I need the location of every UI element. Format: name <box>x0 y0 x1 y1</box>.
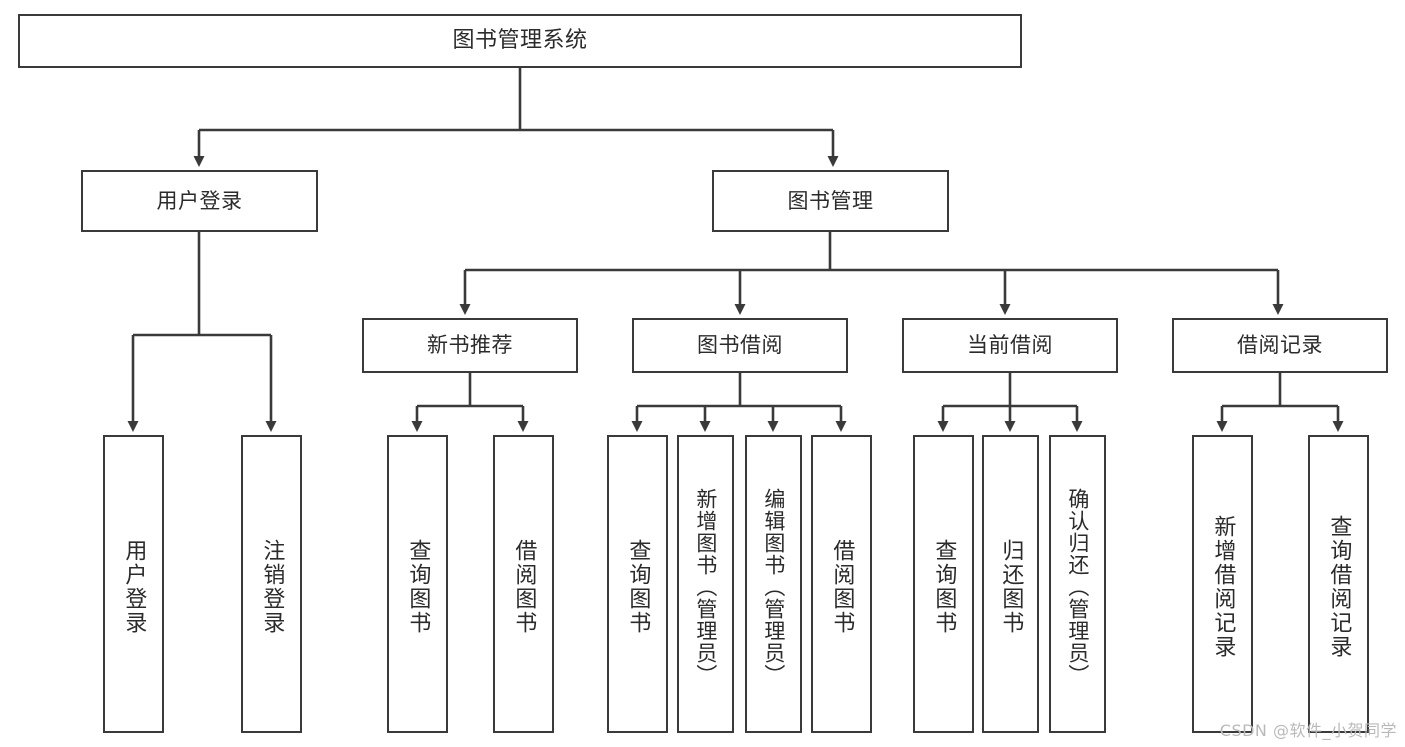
node-label: 图书管理系统 <box>452 28 588 53</box>
leaf-logout-login[interactable]: 注销登录 <box>241 435 302 733</box>
node-current-borrow[interactable]: 当前借阅 <box>902 318 1118 373</box>
leaf-edit-book-admin[interactable]: 编辑图书（管理员） <box>745 435 802 733</box>
node-label: 归还图书 <box>998 539 1024 635</box>
leaf-return-book[interactable]: 归还图书 <box>982 435 1039 733</box>
node-label: 查询图书 <box>625 539 651 635</box>
node-label: 查询图书 <box>405 539 431 635</box>
node-borrow-record[interactable]: 借阅记录 <box>1172 318 1388 373</box>
node-label: 新书推荐 <box>427 333 513 357</box>
leaf-confirm-return-admin[interactable]: 确认归还（管理员） <box>1049 435 1106 733</box>
node-new-book-recommend[interactable]: 新书推荐 <box>362 318 578 373</box>
leaf-add-borrow-record[interactable]: 新增借阅记录 <box>1192 435 1253 733</box>
leaf-add-book-admin[interactable]: 新增图书（管理员） <box>677 435 734 733</box>
node-book-manage[interactable]: 图书管理 <box>712 170 949 232</box>
node-label: 图书借阅 <box>697 333 783 357</box>
node-label: 用户登录 <box>121 539 147 635</box>
node-user-login[interactable]: 用户登录 <box>81 170 318 232</box>
node-root-book-management-system[interactable]: 图书管理系统 <box>18 14 1022 68</box>
leaf-query-book-new-rec[interactable]: 查询图书 <box>387 435 448 733</box>
node-label: 新增图书（管理员） <box>693 488 718 686</box>
leaf-query-borrow-record[interactable]: 查询借阅记录 <box>1308 435 1369 733</box>
node-label: 编辑图书（管理员） <box>761 488 786 686</box>
node-label: 查询借阅记录 <box>1326 515 1352 659</box>
leaf-query-book-borrow[interactable]: 查询图书 <box>607 435 668 733</box>
leaf-user-login[interactable]: 用户登录 <box>103 435 164 733</box>
node-label: 确认归还（管理员） <box>1065 488 1090 686</box>
leaf-query-book-current[interactable]: 查询图书 <box>913 435 974 733</box>
node-label: 用户登录 <box>156 188 243 213</box>
node-label: 新增借阅记录 <box>1210 515 1236 659</box>
node-label: 借阅记录 <box>1237 333 1323 357</box>
node-label: 当前借阅 <box>967 333 1053 357</box>
leaf-borrow-book-borrow[interactable]: 借阅图书 <box>811 435 872 733</box>
node-label: 注销登录 <box>259 539 285 635</box>
node-label: 借阅图书 <box>829 539 855 635</box>
node-book-borrow[interactable]: 图书借阅 <box>632 318 848 373</box>
node-label: 图书管理 <box>787 188 874 213</box>
node-label: 查询图书 <box>931 539 957 635</box>
node-label: 借阅图书 <box>511 539 537 635</box>
leaf-borrow-book-new-rec[interactable]: 借阅图书 <box>493 435 554 733</box>
